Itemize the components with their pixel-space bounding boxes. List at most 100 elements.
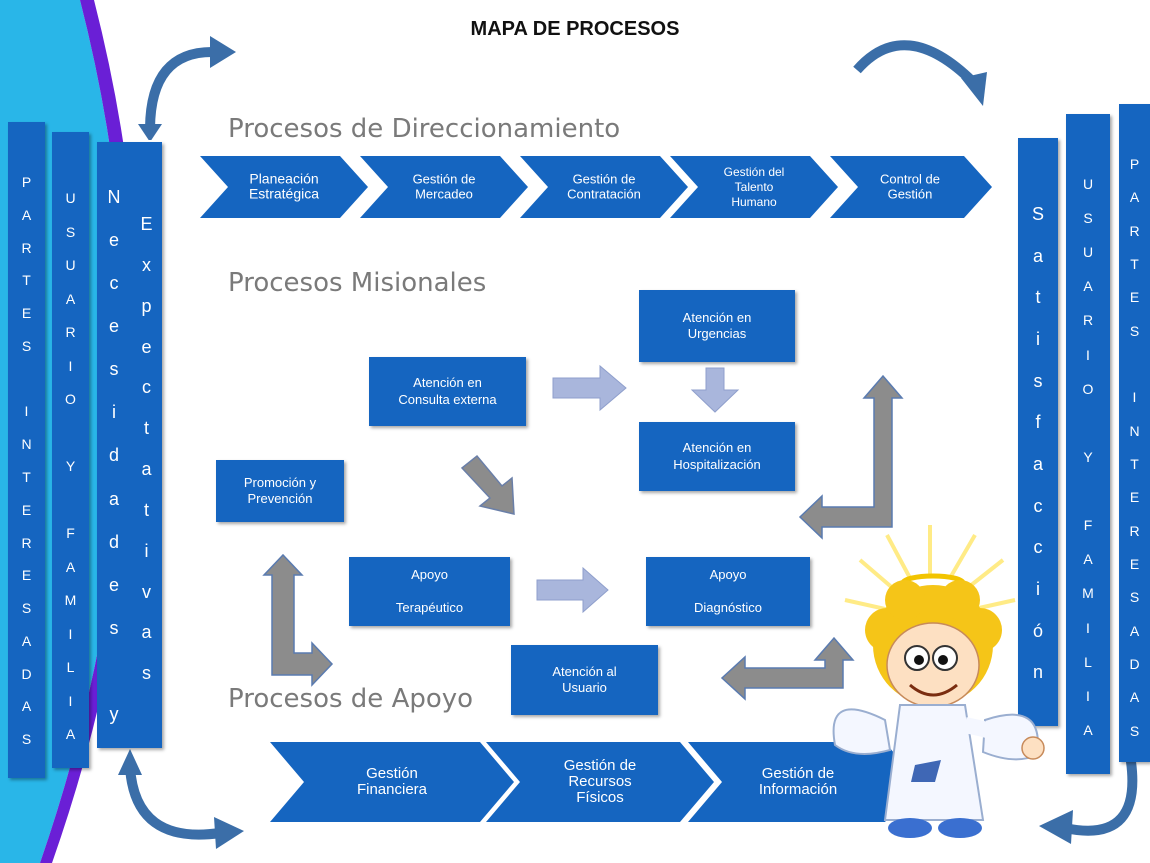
bar-letter: I	[1086, 619, 1090, 636]
bar-letter: a	[1032, 454, 1043, 474]
bar-letter: E	[1129, 289, 1140, 306]
bar-letter: e	[108, 316, 119, 337]
curved-arrow-bottom-left-icon	[118, 749, 244, 849]
section-title-direccionamiento: Procesos de Direccionamiento	[228, 114, 621, 144]
bar-letter: i	[1036, 329, 1040, 349]
box-apoyo-terapeutico: Apoyo Terapéutico	[349, 557, 510, 626]
bar-letter: A	[1083, 278, 1093, 295]
bar-letter: d	[108, 445, 119, 466]
box-atencion-hospitalizacion: Atención en Hospitalización	[639, 422, 795, 491]
bar-letter: P	[21, 174, 32, 190]
bar-letter: T	[22, 469, 31, 485]
bar-letter: e	[108, 574, 119, 595]
bar-letter: D	[1129, 656, 1140, 672]
bar-letter: x	[142, 254, 151, 275]
box-promocion-prevencion: Promoción y Prevención	[216, 460, 344, 522]
bar-letter: L	[66, 659, 75, 676]
bar-letter: t	[143, 418, 149, 439]
bar-letter: A	[21, 698, 32, 715]
bar-letter: S	[1129, 589, 1140, 606]
bar-letter: i	[144, 540, 149, 561]
bar-letter: S	[1129, 722, 1140, 739]
bar-letter: T	[1130, 256, 1139, 272]
bar-letter: S	[1083, 210, 1093, 227]
bar-letter: E	[1129, 556, 1140, 572]
bar-letter: R	[21, 239, 32, 256]
section-title-apoyo: Procesos de Apoyo	[228, 684, 474, 714]
bar-letter: i	[112, 402, 116, 423]
bar-letter: E	[140, 214, 153, 234]
arrow-right-icon	[536, 566, 609, 614]
bar-letter: S	[21, 337, 32, 354]
bar-letter: S	[1129, 322, 1140, 339]
bar-letter: A	[1083, 721, 1093, 738]
bar-letter: T	[1130, 456, 1139, 472]
bar-letter: t	[143, 499, 149, 520]
bar-letter: I	[1086, 687, 1090, 704]
bar-letter: T	[22, 272, 31, 289]
bar-letter: A	[1129, 189, 1140, 206]
bar-letter: F	[66, 525, 75, 542]
bar-letter: F	[1083, 517, 1093, 534]
bar-letter: U	[1082, 176, 1094, 192]
bar-letter: Y	[1083, 448, 1093, 465]
box-apoyo-diagnostico: Apoyo Diagnóstico	[646, 557, 810, 626]
bar-letter: U	[1082, 244, 1094, 261]
arrow-diagonal-icon	[460, 454, 515, 515]
bar-letter: U	[65, 190, 76, 206]
bar-letter: M	[64, 592, 77, 609]
bar-letter: I	[68, 625, 73, 642]
bar-letter: A	[21, 632, 32, 649]
angel-mascot-icon	[832, 525, 1045, 838]
bar-letter: R	[1129, 522, 1140, 539]
bar-letter: I	[68, 357, 73, 374]
bar-letter: U	[65, 257, 76, 274]
bar-letter: N	[1129, 422, 1140, 439]
bar-letter: E	[21, 567, 32, 584]
bar-letter: E	[21, 501, 32, 518]
bar-letter: c	[142, 377, 151, 398]
bar-letter: D	[21, 665, 32, 682]
bar-letter: e	[108, 230, 119, 251]
bar-letter: a	[108, 488, 119, 509]
bar-letter: R	[21, 534, 32, 551]
double-arrow-right-lower-icon	[720, 636, 855, 701]
bar-letter: A	[1083, 551, 1093, 568]
bar-letter: v	[142, 581, 151, 602]
bar-letter: S	[21, 731, 32, 748]
bar-letter: I	[68, 692, 73, 709]
bar-letter: M	[1082, 585, 1094, 602]
bar-letter: I	[24, 403, 29, 420]
bar-letter: Y	[65, 458, 76, 475]
bar-letter: A	[65, 558, 76, 575]
bar-letter: c	[109, 273, 119, 294]
bar-letter: a	[141, 459, 152, 479]
bar-letter: E	[1129, 489, 1140, 506]
bar-letter: A	[65, 290, 76, 307]
bar-letter: O	[1082, 380, 1094, 397]
bar-letter: A	[1129, 689, 1140, 706]
bar-letter: a	[1032, 245, 1043, 266]
bar-letter: s	[1033, 370, 1043, 391]
double-arrow-right-upper-icon	[798, 374, 904, 540]
bar-letter: E	[21, 305, 32, 322]
bar-letter: O	[65, 391, 76, 408]
bar-letter: y	[109, 703, 119, 724]
